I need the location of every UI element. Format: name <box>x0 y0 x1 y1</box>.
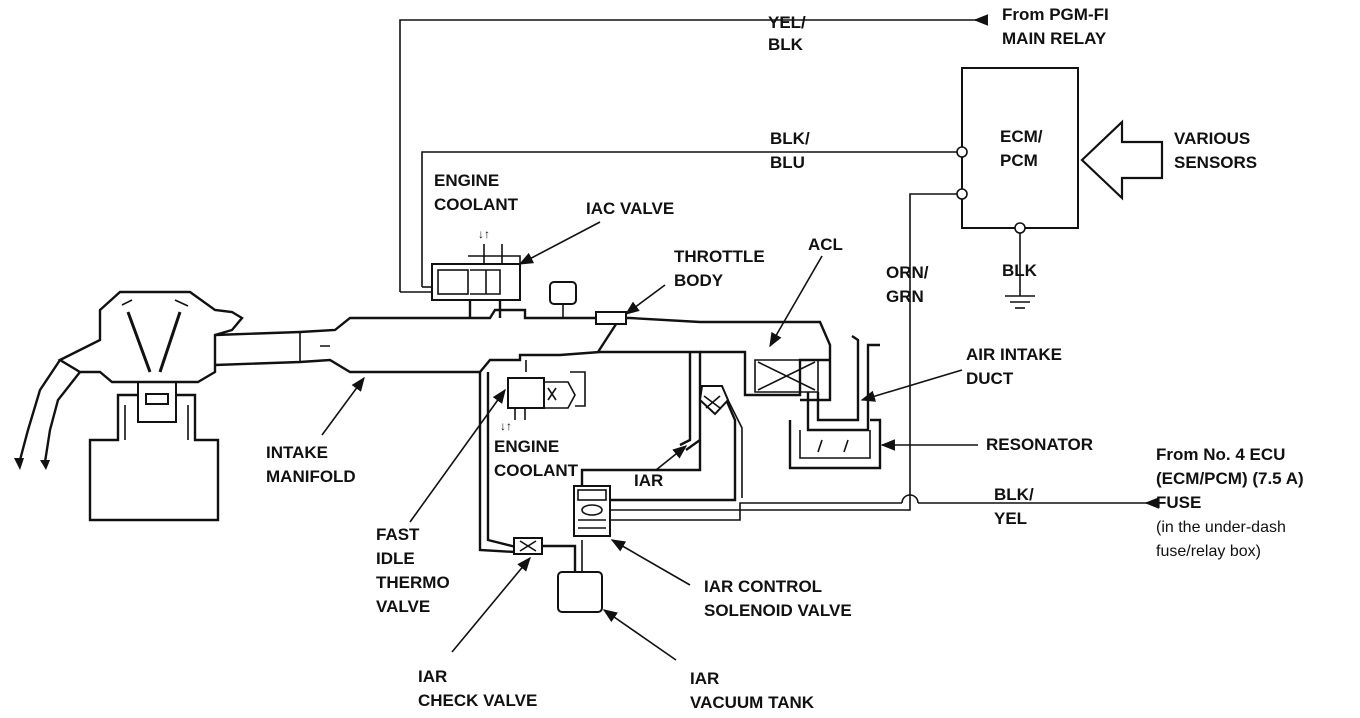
iac-valve: ↓↑ <box>431 227 577 318</box>
ecu-fuse-label: From No. 4 ECU <box>1156 445 1285 464</box>
acl-label: ACL <box>808 235 843 254</box>
iar-vacuum-tank <box>557 571 603 613</box>
fast-idle-thermo-valve <box>507 360 586 420</box>
air-intake-duct-label: AIR INTAKE <box>966 345 1062 364</box>
engine-coolant-top-label-2: COOLANT <box>434 195 519 214</box>
pgm-fi-relay-label: From PGM-FI <box>1002 5 1109 24</box>
ecm-pcm-label: ECM/ <box>1000 127 1043 146</box>
throttle-body-label-2: BODY <box>674 271 724 290</box>
fast-idle-thermo-valve-label-4: VALVE <box>376 597 430 616</box>
air-intake-duct-label-2: DUCT <box>966 369 1014 388</box>
throttle-body-label: THROTTLE <box>674 247 765 266</box>
iac-valve-label: IAC VALVE <box>586 199 674 218</box>
iar-vacuum-tank-label-2: VACUUM TANK <box>690 693 815 712</box>
ecu-fuse-label-3: FUSE <box>1156 493 1201 512</box>
blk-yel-wire-label-2: YEL <box>994 509 1027 528</box>
intake-manifold <box>214 308 832 402</box>
leader-arrows <box>321 221 978 661</box>
labels: YEL/ BLK From PGM-FI MAIN RELAY BLK/ BLU… <box>266 5 1304 712</box>
yel-blk-wire-label-2: BLK <box>768 35 804 54</box>
air-intake-duct-and-resonator <box>788 335 882 470</box>
various-sensors-label: VARIOUS <box>1174 129 1250 148</box>
blk-blu-wire-label-2: BLU <box>770 153 805 172</box>
pgm-fi-relay-label-2: MAIN RELAY <box>1002 29 1107 48</box>
ground-blk-label: BLK <box>1002 261 1038 280</box>
engine-coolant-bottom-label: ENGINE <box>494 437 559 456</box>
iar-diaphragm-valve <box>698 385 730 416</box>
blk-yel-wire-label: BLK/ <box>994 485 1034 504</box>
ecm-pcm-label-2: PCM <box>1000 151 1038 170</box>
iar-control-solenoid-label-2: SOLENOID VALVE <box>704 601 852 620</box>
sensor-input-arrow-icon <box>1080 119 1164 201</box>
orn-grn-wire-label: ORN/ <box>886 263 929 282</box>
engine-cylinder-head <box>14 290 244 522</box>
iar-control-solenoid-valve <box>573 485 611 537</box>
ecu-fuse-label-4: (in the under-dash <box>1156 519 1286 536</box>
yel-blk-wire-label: YEL/ <box>768 13 806 32</box>
blk-blu-wire-label: BLK/ <box>770 129 810 148</box>
ecm-pcm-unit <box>956 67 1164 234</box>
coolant-flow-arrows-icon: ↓↑ <box>500 419 512 433</box>
orn-grn-wire-label-2: GRN <box>886 287 924 306</box>
iar-check-valve <box>513 537 543 555</box>
wiring <box>399 14 1159 521</box>
iar-check-valve-label: IAR <box>418 667 447 686</box>
engine-coolant-top-label: ENGINE <box>434 171 499 190</box>
various-sensors-label-2: SENSORS <box>1174 153 1257 172</box>
iar-check-valve-label-2: CHECK VALVE <box>418 691 537 710</box>
iar-control-solenoid-label: IAR CONTROL <box>704 577 822 596</box>
intake-manifold-label: INTAKE <box>266 443 328 462</box>
iar-vacuum-hoses <box>478 352 743 575</box>
ecu-fuse-label-5: fuse/relay box) <box>1156 543 1261 560</box>
fast-idle-thermo-valve-label-2: IDLE <box>376 549 415 568</box>
engine-coolant-bottom-label-2: COOLANT <box>494 461 579 480</box>
intake-manifold-label-2: MANIFOLD <box>266 467 356 486</box>
fast-idle-thermo-valve-label: FAST <box>376 525 420 544</box>
fast-idle-thermo-valve-label-3: THERMO <box>376 573 450 592</box>
resonator-label: RESONATOR <box>986 435 1093 454</box>
coolant-flow-arrows-icon: ↓↑ <box>478 227 490 241</box>
iar-label: IAR <box>634 471 663 490</box>
iar-vacuum-tank-label: IAR <box>690 669 719 688</box>
ecu-fuse-label-2: (ECM/PCM) (7.5 A) <box>1156 469 1304 488</box>
